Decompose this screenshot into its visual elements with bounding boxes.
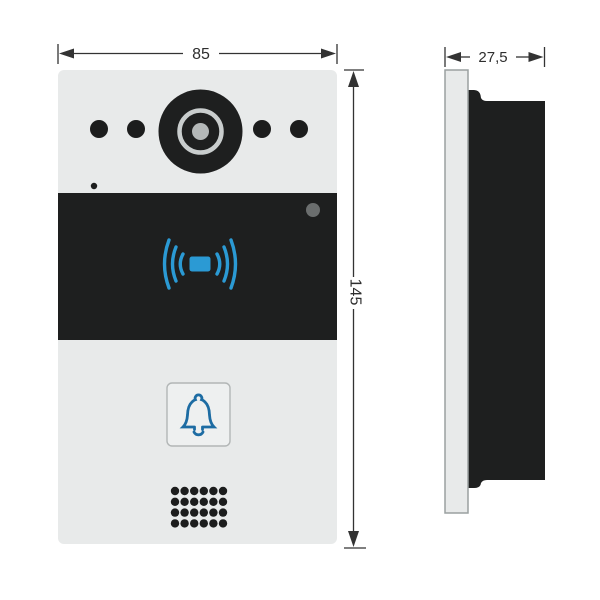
camera-lens-center [192, 123, 209, 140]
arrowhead-left [446, 52, 461, 62]
depth-dimension: 27,5 [444, 47, 546, 67]
camera-icon [158, 89, 243, 174]
side-front-plate [444, 69, 469, 514]
camera-lens-ring [177, 108, 224, 155]
doorbell-button[interactable] [166, 382, 231, 447]
ir-led-dots [90, 120, 308, 138]
light-sensor-dot [306, 203, 320, 217]
height-dimension: 145 [344, 69, 366, 549]
bell-glyph [179, 393, 218, 437]
ir-led-dot [127, 120, 145, 138]
depth-dimension-label: 27,5 [478, 49, 507, 66]
front-view [58, 70, 337, 544]
arrowhead-down [348, 531, 359, 547]
arrowhead-up [348, 71, 359, 87]
ir-led-dot [253, 120, 271, 138]
rfid-card-glyph [189, 256, 211, 272]
rfid-signal-icon [162, 238, 238, 290]
ir-led-dot [90, 120, 108, 138]
microphone-hole [90, 182, 98, 190]
width-dimension: 85 [57, 44, 338, 64]
side-view [444, 69, 545, 514]
arrowhead-left [59, 48, 74, 59]
height-dimension-label: 145 [347, 279, 364, 306]
side-rear-housing [468, 90, 545, 488]
width-dimension-label: 85 [192, 46, 210, 63]
rfid-wave-right-inner [215, 252, 222, 276]
arrowhead-right [321, 48, 336, 59]
ir-led-dot [290, 120, 308, 138]
speaker-grille [170, 486, 228, 528]
doorbell-icon [179, 393, 218, 437]
rfid-wave-left-outer [162, 238, 171, 290]
rfid-wave-right-mid [222, 245, 230, 283]
rfid-wave-left-mid [170, 245, 178, 283]
rfid-wave-right-outer [229, 238, 238, 290]
arrowhead-right [528, 52, 544, 62]
rfid-wave-left-inner [178, 252, 185, 276]
